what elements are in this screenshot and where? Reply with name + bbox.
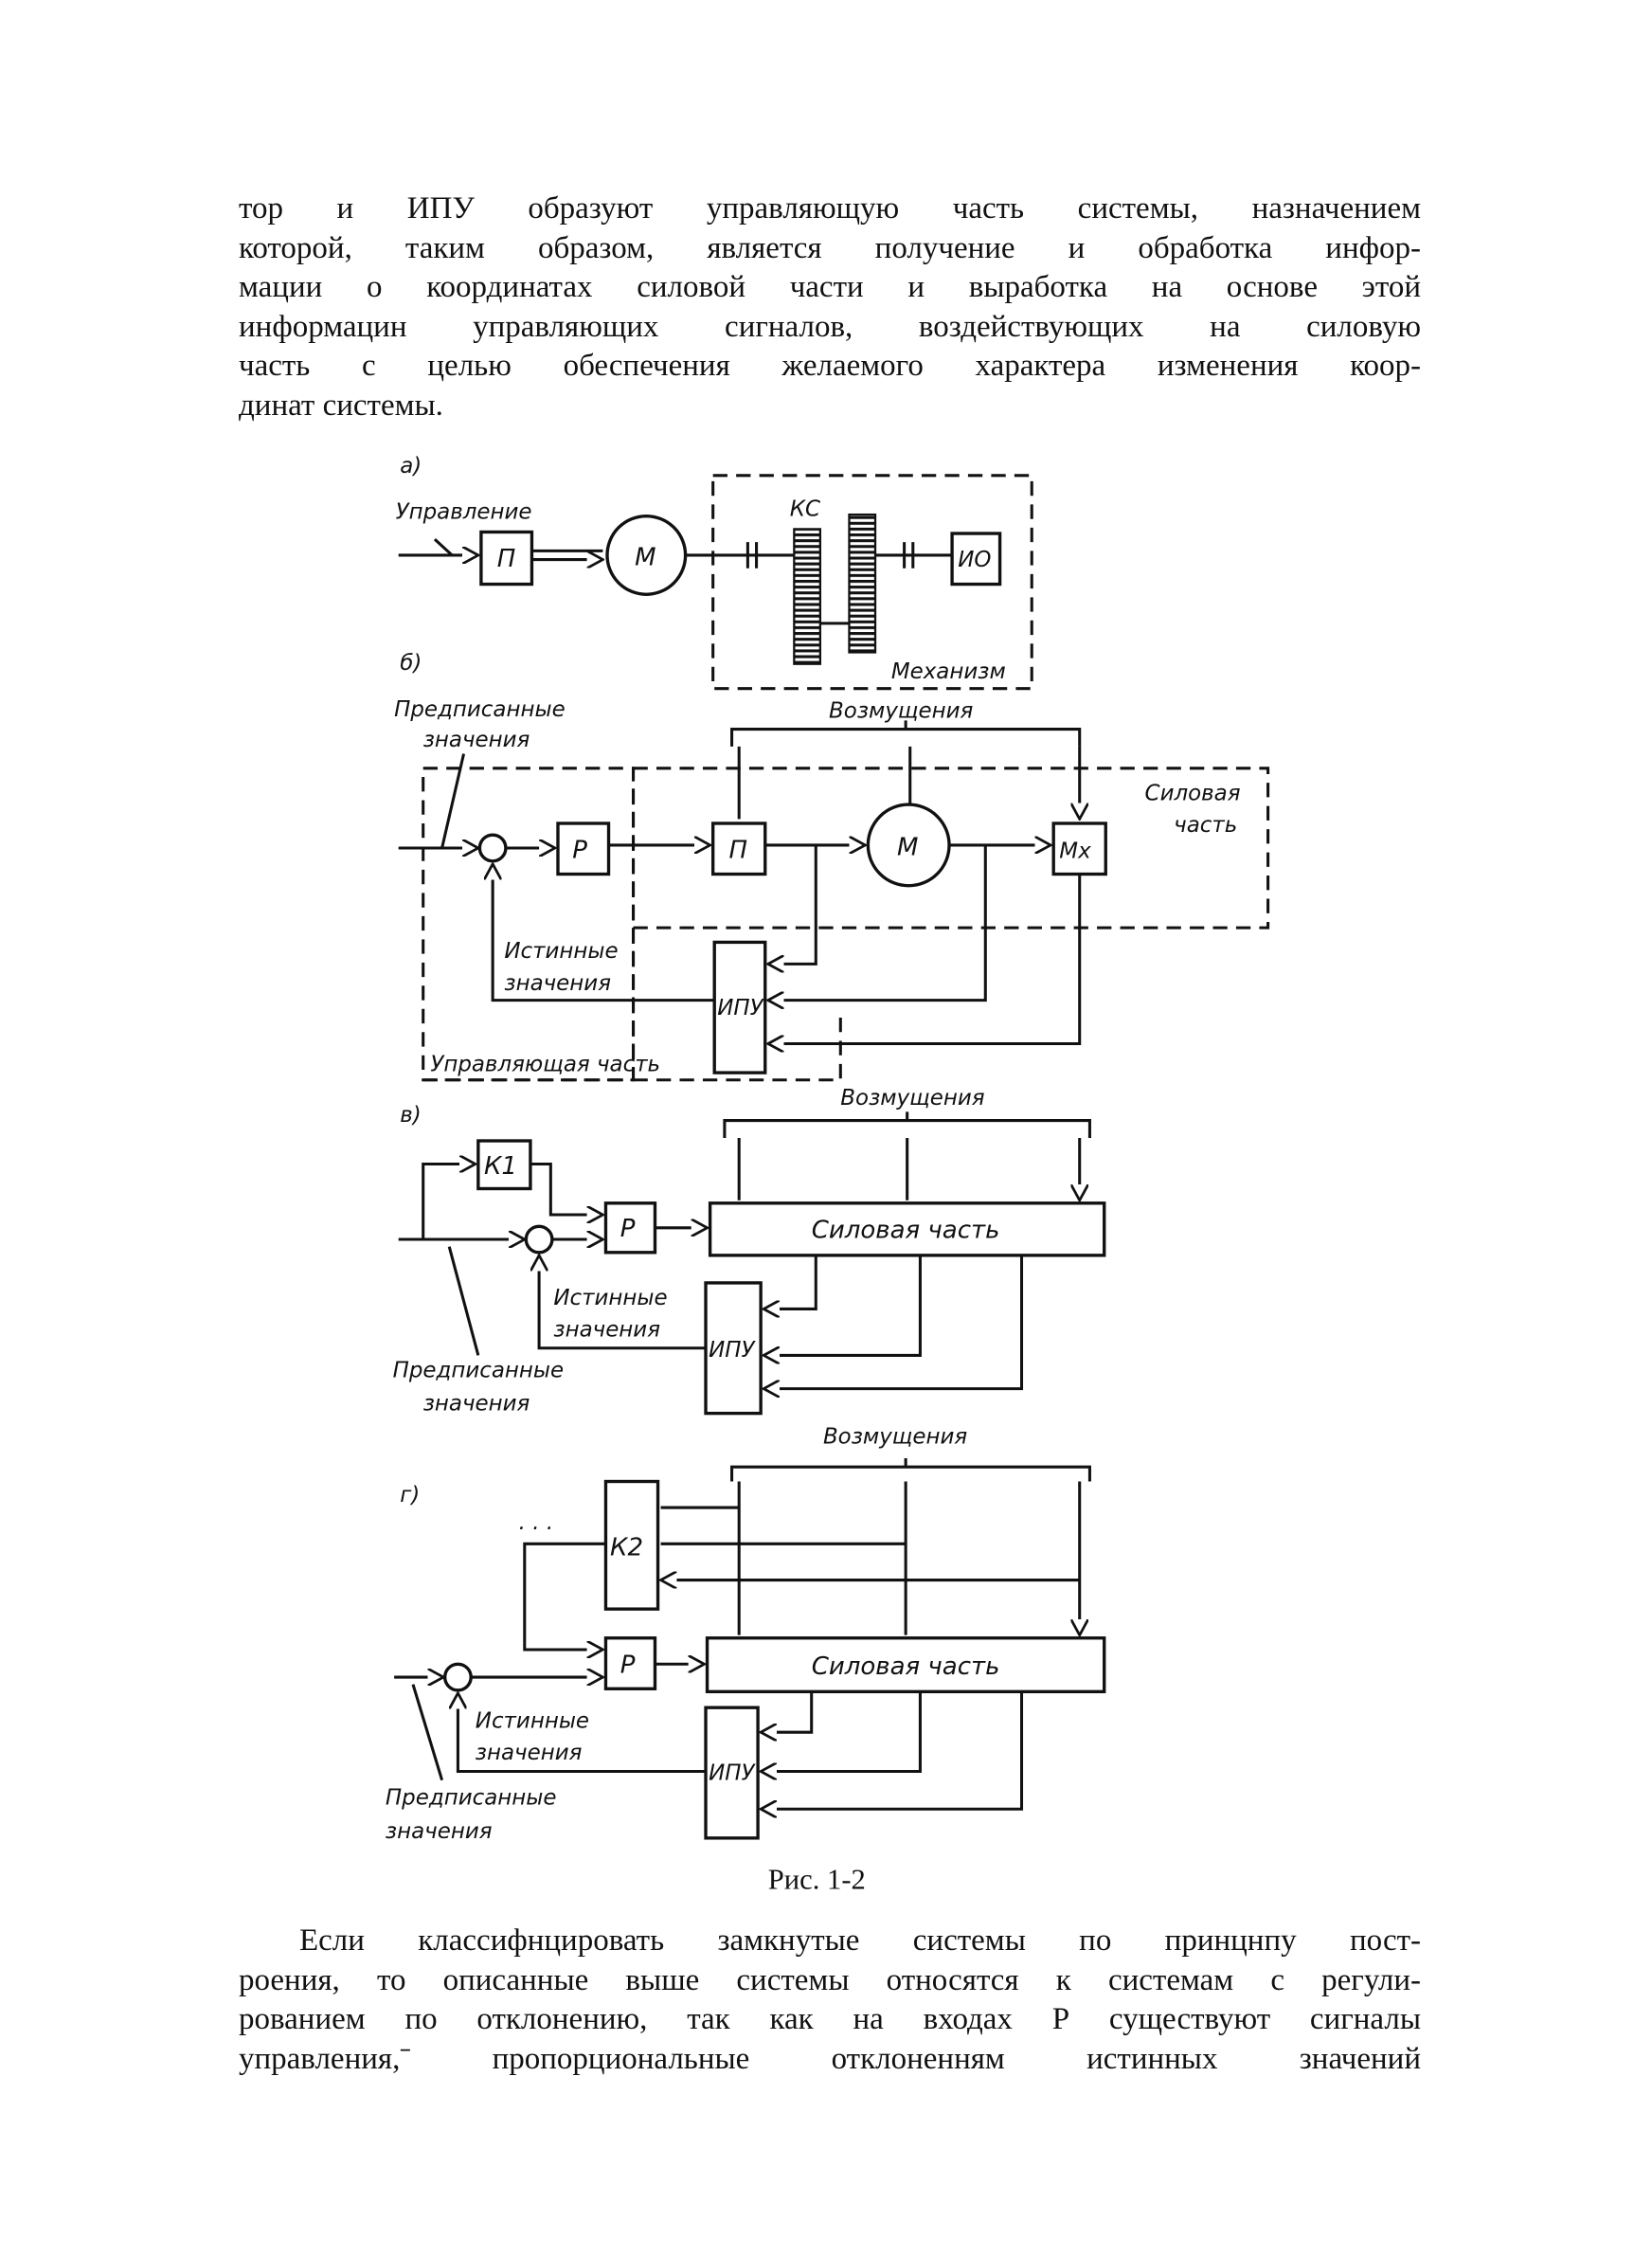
diagram-a: а) Управление П М КС ИО Механизм xyxy=(396,454,1033,691)
prescribed-label: Предписанные xyxy=(393,1358,565,1382)
diagram-label: а) xyxy=(400,454,422,478)
block-ipu: ИПУ xyxy=(709,1338,756,1363)
true-values-label: Истинные xyxy=(504,939,618,964)
diagram-c: в) Возмущения К1 Р Силовая часть ИПУ Ист… xyxy=(393,1086,1106,1417)
text-line: мации о координатах силовой части и выра… xyxy=(239,270,1421,304)
power-part-label: Силовая xyxy=(1145,781,1241,805)
block-p: П xyxy=(497,545,516,573)
control-part-label: Управляющая часть xyxy=(430,1053,660,1077)
motor-m: М xyxy=(897,834,918,862)
power-part-label: Силовая часть xyxy=(812,1217,1000,1245)
motor-m: М xyxy=(635,544,655,572)
block-mx: Мх xyxy=(1059,840,1091,864)
disturbances-label: Возмущения xyxy=(840,1086,984,1110)
diagram-d: г) Возмущения К2 . . . Р Силовая часть И… xyxy=(386,1425,1106,1844)
dots-label: . . . xyxy=(519,1510,553,1535)
top-paragraph: тор и ИПУ образуют управляющую часть сис… xyxy=(239,190,1421,425)
text-line: которой, таким образом, является получен… xyxy=(239,230,1421,265)
diagram-label: в) xyxy=(400,1103,421,1128)
prescribed-label: Предписанные xyxy=(394,697,566,722)
true-values-label: значения xyxy=(504,971,611,996)
true-values-label: Истинные xyxy=(553,1286,667,1310)
mechanism-label: Механизм xyxy=(891,659,1006,684)
true-values-label: значения xyxy=(553,1318,660,1343)
text-line: управления,ˉ пропорциональные отклонення… xyxy=(239,2041,1421,2076)
text-line: часть с целью обеспечения желаемого хара… xyxy=(239,349,1421,383)
diagram-b: б) Предписанные значения Возмущения Сило… xyxy=(394,651,1270,1082)
disturbances-label: Возмущения xyxy=(823,1425,967,1450)
prescribed-label: значения xyxy=(423,1392,530,1417)
block-ipu: ИПУ xyxy=(717,996,764,1020)
gearbox-label: КС xyxy=(790,497,820,522)
text-line: информацин управляющих сигналов, воздейс… xyxy=(239,309,1421,344)
prescribed-label: значения xyxy=(386,1819,493,1844)
block-k1: К1 xyxy=(484,1152,517,1181)
block-ipu: ИПУ xyxy=(709,1761,756,1786)
text-line: тор и ИПУ образуют управляющую часть сис… xyxy=(239,191,1421,226)
actuator-io: ИО xyxy=(958,548,991,572)
block-r: Р xyxy=(620,1651,636,1679)
prescribed-label: Предписанные xyxy=(386,1786,557,1811)
true-values-label: значения xyxy=(476,1741,583,1765)
power-part-label: часть xyxy=(1174,813,1237,838)
control-label: Управление xyxy=(396,500,532,525)
text-line: динат системы. xyxy=(239,388,443,423)
block-p: П xyxy=(729,837,748,865)
disturbances-label: Возмущения xyxy=(829,698,973,723)
power-part-label: Силовая часть xyxy=(812,1652,1000,1681)
true-values-label: Истинные xyxy=(476,1709,589,1734)
diagram-label: б) xyxy=(400,651,422,676)
block-r: Р xyxy=(620,1215,636,1243)
text-line: роения, то описанные выше системы относя… xyxy=(239,1962,1421,1997)
bottom-paragraph: Если классифнцировать замкнутые системы … xyxy=(239,1922,1421,2079)
text-line: Если классифнцировать замкнутые системы … xyxy=(299,1923,1421,1958)
text-line: рованием по отклонению, так как на входа… xyxy=(239,2002,1421,2036)
prescribed-label: значения xyxy=(423,728,530,752)
block-k2: К2 xyxy=(610,1534,643,1562)
figure-caption: Рис. 1-2 xyxy=(768,1863,866,1895)
block-r: Р xyxy=(572,837,587,865)
diagram-label: г) xyxy=(400,1483,420,1508)
